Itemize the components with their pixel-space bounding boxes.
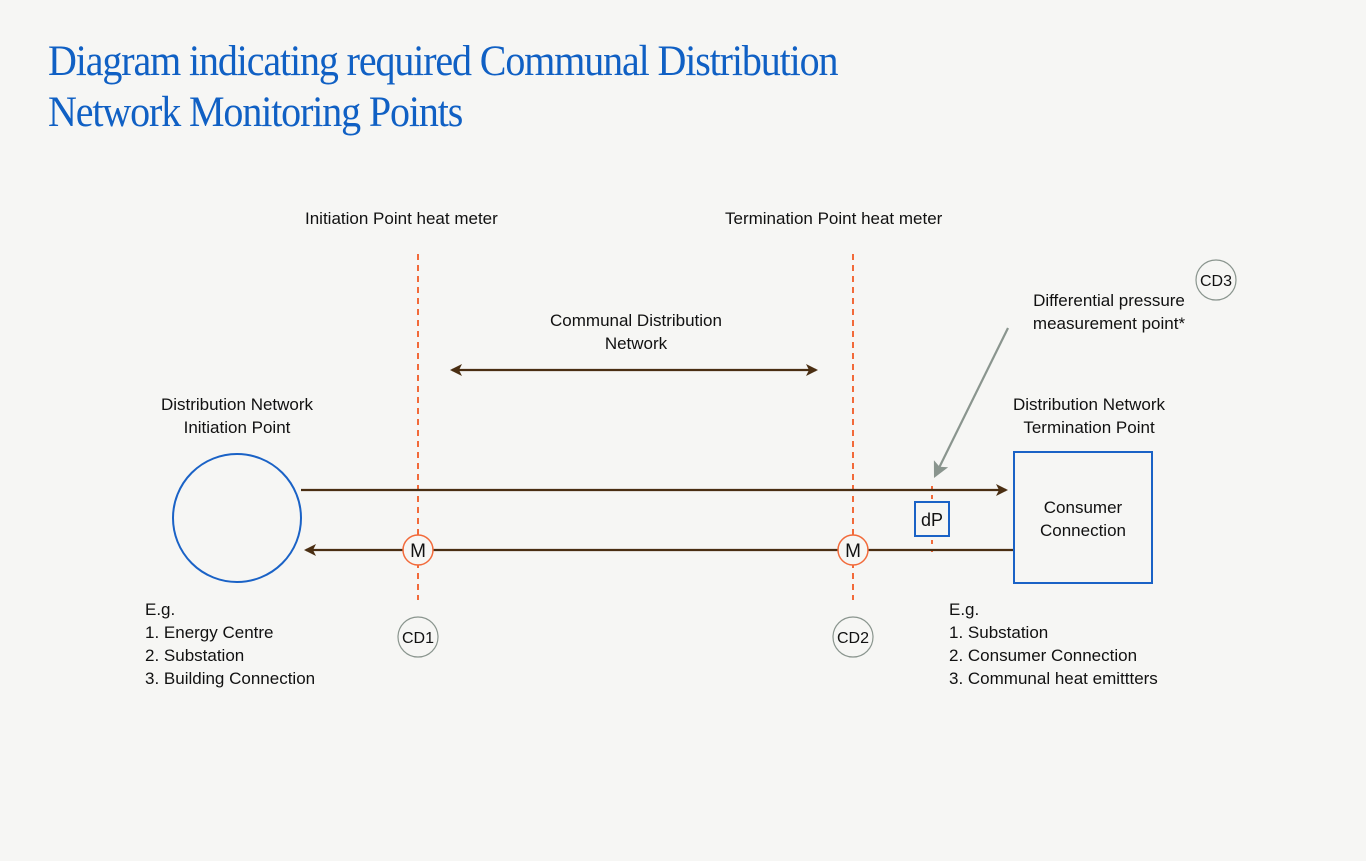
consumer-connection-label: Consumer Connection bbox=[1014, 496, 1152, 542]
examples-left: E.g. 1. Energy Centre 2. Substation 3. B… bbox=[145, 598, 315, 690]
meter-1-icon bbox=[402, 534, 434, 566]
consumer-connection-label-line-1: Consumer bbox=[1043, 498, 1123, 517]
meter-1-label: M bbox=[410, 541, 426, 562]
examples-right-heading: E.g. bbox=[949, 600, 980, 619]
examples-left-heading: E.g. bbox=[145, 600, 176, 619]
initiation-point-label: Distribution Network Initiation Point bbox=[140, 393, 334, 439]
consumer-connection-label-line-2: Connection bbox=[1039, 521, 1126, 540]
differential-pressure-label-line-2: measurement point* bbox=[1032, 314, 1186, 333]
initiation-point-label-line-1: Distribution Network bbox=[160, 395, 314, 414]
dp-pointer-arrow bbox=[933, 327, 1009, 479]
communal-network-label-line-1: Communal Distribution bbox=[550, 311, 722, 330]
termination-meter-label: Termination Point heat meter bbox=[725, 209, 943, 228]
examples-left-item: 2. Substation bbox=[145, 646, 245, 665]
meter-2-label: M bbox=[845, 541, 861, 562]
initiation-point-node bbox=[172, 453, 302, 583]
dp-box bbox=[914, 501, 950, 537]
initiation-point-label-line-2: Initiation Point bbox=[183, 418, 291, 437]
page-title: Diagram indicating required Communal Dis… bbox=[48, 36, 839, 138]
cd1-badge bbox=[397, 616, 439, 658]
title-line-1: Diagram indicating required Communal Dis… bbox=[48, 38, 839, 85]
examples-right-item: 1. Substation bbox=[949, 623, 1049, 642]
termination-point-label-line-1: Distribution Network bbox=[1012, 395, 1166, 414]
cd2-badge bbox=[832, 616, 874, 658]
cd3-label: CD3 bbox=[1200, 273, 1232, 290]
termination-point-label-line-2: Termination Point bbox=[1023, 418, 1155, 437]
examples-left-item: 1. Energy Centre bbox=[145, 623, 274, 642]
examples-right: E.g. 1. Substation 2. Consumer Connectio… bbox=[949, 598, 1158, 690]
communal-network-label-line-2: Network bbox=[604, 334, 668, 353]
dp-label: dP bbox=[921, 510, 943, 530]
termination-point-label: Distribution Network Termination Point bbox=[990, 393, 1188, 439]
differential-pressure-label-line-1: Differential pressure bbox=[1033, 291, 1185, 310]
examples-left-item: 3. Building Connection bbox=[145, 669, 316, 688]
meter-2-icon bbox=[837, 534, 869, 566]
consumer-connection-node bbox=[1013, 451, 1153, 584]
communal-network-label: Communal Distribution Network bbox=[535, 309, 737, 355]
cd3-badge bbox=[1195, 259, 1237, 301]
examples-right-item: 3. Communal heat emittters bbox=[949, 669, 1158, 688]
differential-pressure-label: Differential pressure measurement point* bbox=[1012, 289, 1206, 335]
initiation-meter-label: Initiation Point heat meter bbox=[305, 209, 498, 228]
title-line-2: Network Monitoring Points bbox=[48, 89, 463, 136]
examples-right-item: 2. Consumer Connection bbox=[949, 646, 1138, 665]
cd2-label: CD2 bbox=[837, 630, 869, 647]
cd1-label: CD1 bbox=[402, 630, 434, 647]
